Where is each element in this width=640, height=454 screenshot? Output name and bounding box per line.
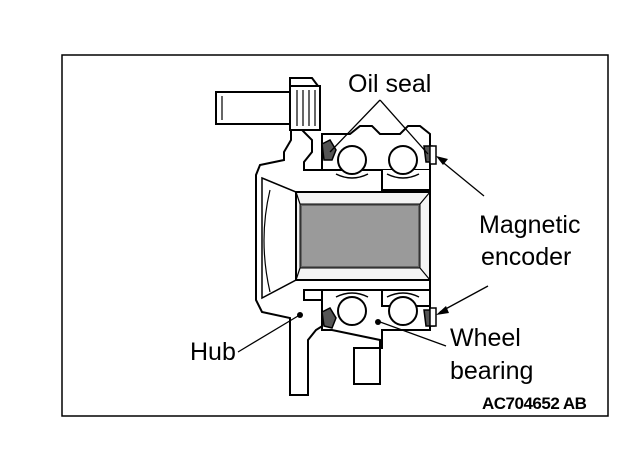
label-magnetic-encoder-line2: encoder bbox=[481, 243, 571, 271]
oil-seal-leader-left bbox=[329, 99, 381, 153]
hub-bore bbox=[261, 176, 431, 300]
hub-leader bbox=[237, 315, 299, 353]
bearing-balls bbox=[337, 145, 418, 326]
hub-bolt bbox=[215, 77, 321, 131]
label-oil-seal: Oil seal bbox=[348, 70, 431, 98]
label-magnetic-encoder-line1: Magnetic bbox=[479, 211, 580, 239]
encoder-leader-bottom bbox=[439, 285, 489, 313]
ball-bottom-left bbox=[337, 296, 367, 326]
encoder-leader-top bbox=[439, 159, 485, 197]
wheel-bearing-leader bbox=[379, 321, 447, 347]
oil-seal-bottom-left bbox=[321, 307, 337, 329]
oil-seal-leader-right bbox=[379, 99, 429, 155]
figure-code: AC704652 AB bbox=[482, 394, 587, 413]
leader-lines bbox=[237, 99, 489, 353]
figure-frame bbox=[61, 54, 609, 417]
encoder-arrow-top bbox=[436, 156, 448, 165]
label-wheel-bearing-line2: bearing bbox=[450, 357, 533, 385]
bearing-dot bbox=[375, 319, 381, 325]
ball-top-left bbox=[337, 145, 367, 175]
leader-dots bbox=[297, 312, 381, 325]
ball-top-right bbox=[388, 145, 418, 175]
encoder-arrow-bottom bbox=[436, 306, 449, 315]
label-hub: Hub bbox=[190, 338, 236, 366]
magnetic-encoder bbox=[429, 145, 437, 327]
leader-arrows bbox=[436, 156, 449, 315]
inner-race bbox=[335, 173, 420, 298]
oil-seal-top-left bbox=[321, 139, 337, 161]
label-wheel-bearing-line1: Wheel bbox=[450, 324, 521, 352]
hub-dot bbox=[297, 312, 303, 318]
ball-bottom-right bbox=[388, 296, 418, 326]
